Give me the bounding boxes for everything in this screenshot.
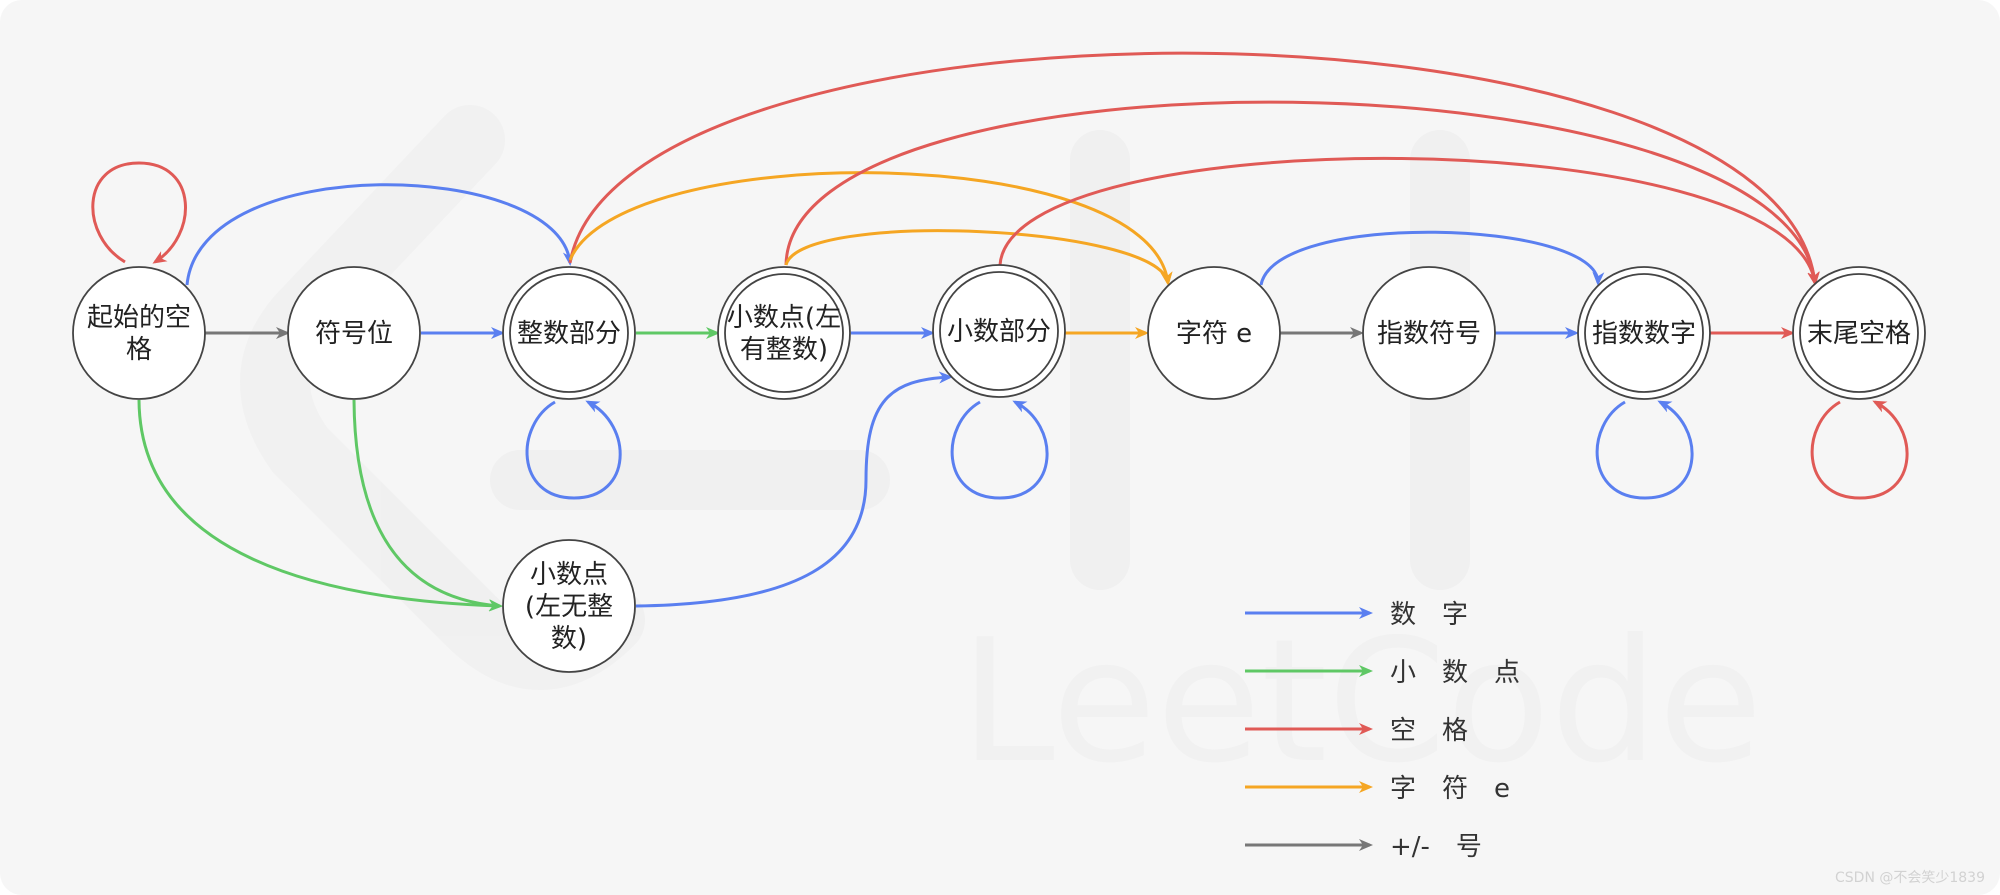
loop-exp-digit bbox=[1595, 400, 1694, 500]
legend-space-label: 空 格 bbox=[1390, 716, 1468, 746]
loop-frac-part bbox=[950, 400, 1049, 500]
state-dot-no-int[interactable]: 小数点 (左无整 数) bbox=[502, 539, 636, 673]
state-int-part[interactable]: 整数部分 bbox=[502, 266, 636, 400]
state-sign[interactable]: 符号位 bbox=[287, 266, 421, 400]
state-start-space[interactable]: 起始的空 格 bbox=[72, 266, 206, 400]
state-start-space-label-2: 格 bbox=[126, 335, 152, 365]
state-end-space[interactable]: 末尾空格 bbox=[1792, 266, 1926, 400]
state-sign-label: 符号位 bbox=[315, 319, 393, 349]
edge-nodot-to-frac bbox=[635, 371, 953, 608]
state-dot-no-int-label-2: (左无整 bbox=[525, 592, 613, 622]
legend-item-digit: 数 字 bbox=[1245, 600, 1468, 630]
legend-item-space: 空 格 bbox=[1245, 716, 1468, 746]
loop-start-space bbox=[91, 161, 187, 264]
state-exp-digit-label: 指数数字 bbox=[1592, 319, 1696, 349]
state-exp-sign-label: 指数符号 bbox=[1377, 319, 1481, 349]
edge-frac-to-end-arc bbox=[998, 157, 1820, 286]
legend-item-sign: +/- 号 bbox=[1245, 832, 1482, 862]
edge-sign-to-nodot bbox=[352, 399, 503, 612]
state-frac-part[interactable]: 小数部分 bbox=[932, 264, 1066, 398]
watermark-brand: LeetCode bbox=[960, 603, 1763, 801]
state-dot-left-int-label-1: 小数点(左 bbox=[727, 303, 841, 333]
state-exp-sign[interactable]: 指数符号 bbox=[1362, 266, 1496, 400]
nodes: 起始的空 格 符号位 整数部分 小数点(左 有整数) 小数部分 bbox=[72, 264, 1926, 673]
edge-e-to-expdigit-arc bbox=[1259, 230, 1605, 286]
legend-dot-label: 小 数 点 bbox=[1390, 658, 1520, 688]
state-int-part-label: 整数部分 bbox=[517, 319, 621, 349]
state-dot-left-int-label-2: 有整数) bbox=[740, 335, 828, 365]
state-char-e-label: 字符 e bbox=[1176, 319, 1252, 349]
state-char-e[interactable]: 字符 e bbox=[1147, 266, 1281, 400]
state-dot-no-int-label-1: 小数点 bbox=[530, 560, 608, 590]
edges bbox=[91, 51, 1909, 612]
loop-int-part bbox=[525, 400, 622, 500]
legend-item-dot: 小 数 点 bbox=[1245, 658, 1520, 688]
loop-end-space bbox=[1810, 400, 1909, 500]
state-dot-no-int-label-3: 数) bbox=[551, 624, 587, 654]
edge-int-to-end-arc bbox=[568, 51, 1820, 286]
edge-start-to-nodot bbox=[137, 399, 503, 612]
state-frac-part-label: 小数部分 bbox=[947, 317, 1051, 347]
state-dot-left-int[interactable]: 小数点(左 有整数) bbox=[717, 266, 851, 400]
legend-digit-label: 数 字 bbox=[1390, 600, 1468, 630]
legend-sign-label: +/- 号 bbox=[1390, 832, 1482, 862]
state-end-space-label: 末尾空格 bbox=[1807, 319, 1911, 349]
watermark-credit: CSDN @不会笑少1839 bbox=[1835, 870, 1985, 886]
edge-int-to-e-arc bbox=[568, 171, 1173, 286]
legend-item-e: 字 符 e bbox=[1245, 774, 1510, 804]
state-exp-digit[interactable]: 指数数字 bbox=[1577, 266, 1711, 400]
edge-dot-to-e-arc bbox=[784, 229, 1173, 286]
legend: 数 字 小 数 点 空 格 字 符 e +/- 号 bbox=[1245, 600, 1520, 862]
legend-e-label: 字 符 e bbox=[1390, 774, 1510, 804]
edge-dot-to-end-arc bbox=[784, 100, 1820, 286]
state-start-space-label-1: 起始的空 bbox=[87, 303, 191, 333]
leetcode-watermark-logo: LeetCode bbox=[240, 105, 1763, 801]
edge-start-to-int-arc bbox=[185, 183, 575, 286]
